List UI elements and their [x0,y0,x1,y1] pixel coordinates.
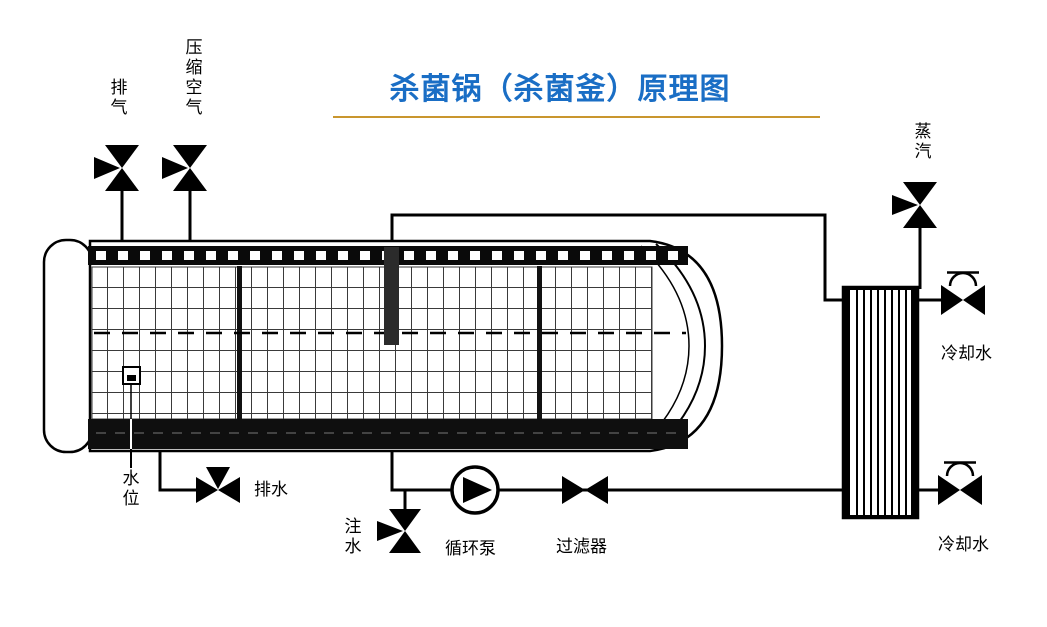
compressed-air-valve [162,145,207,191]
steam-label: 蒸汽 [911,122,931,162]
sterilizer-vessel [42,238,724,468]
exhaust-label: 排气 [107,78,127,118]
cooling-water-valve-bottom [938,461,982,505]
title-underline [333,116,820,118]
circulation-pump-label: 循环泵 [445,539,496,558]
piping [120,189,942,510]
cooling-water-valve-top [941,271,985,315]
exhaust-valve [94,145,139,191]
steam-valve [892,182,937,228]
vessel-top-nozzle [384,247,399,345]
basket-divider-1 [237,266,242,420]
cooling-water-valve-bottom-dome [945,461,975,477]
heat-exchanger-right-edge [911,287,918,518]
water-inlet-label: 注水 [341,517,361,557]
water-level-label: 水位 [119,469,139,509]
page-title: 杀菌锅（杀菌釜）原理图 [389,73,731,106]
drain-valve [196,467,240,503]
circulation-pump-symbol [450,465,500,515]
filter-symbol [562,476,608,504]
vessel-left-head [42,238,94,454]
vessel-right-head-arc-inner [640,245,690,447]
cooling-water-valve-top-dome [948,271,978,287]
basket-grid [92,267,652,419]
basket-divider-2 [537,266,542,420]
water-level-sensor-mark [127,375,136,381]
compressed-air-label: 压缩空气 [182,38,202,118]
drain-pipe [158,450,197,492]
top-circulation-pipe [390,213,843,302]
cooling-water-bottom-label: 冷却水 [938,535,989,554]
heat-exchanger-left-edge [843,287,850,518]
heat-exchanger-fins [856,290,907,515]
water-inlet-valve [377,509,421,553]
cooling-water-top-label: 冷却水 [941,344,992,363]
drain-label: 排水 [254,480,288,499]
heat-exchanger [841,285,920,520]
vessel-bottom-band [88,419,688,449]
filter-label: 过滤器 [556,537,607,556]
bottom-circulation-pipe [390,450,939,492]
